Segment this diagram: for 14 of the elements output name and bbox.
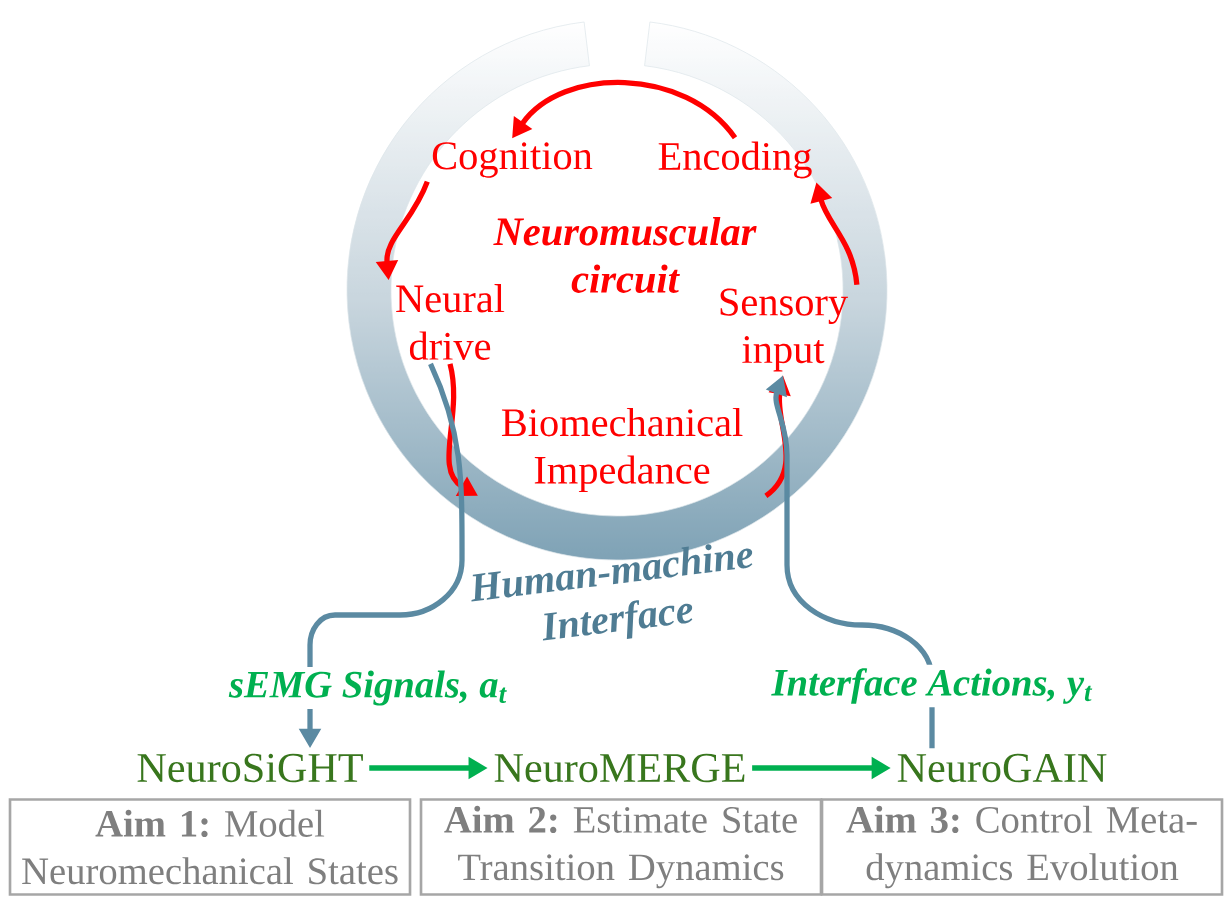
edge-label: sEMG Signals, a$_{t}$	[225, 666, 511, 710]
arrow	[512, 79, 737, 140]
aim-box: Aim 3: Control Meta-dynamics Evolution	[820, 798, 1224, 896]
aim-box: Aim 1: Model Neuromechanical States	[8, 798, 412, 896]
edge-label: Interface Actions, y$_{t}$	[768, 664, 1096, 708]
circuit-stage-label: Sensory input	[720, 288, 848, 372]
module-label: NeuroMERGE	[494, 753, 745, 783]
circuit-stage-label: Encoding	[658, 141, 812, 179]
circuit-stage-label: Biomechanical Impedance	[501, 407, 743, 493]
module-label: NeuroGAIN	[897, 753, 1107, 783]
ring-label: Human-machine Interface	[471, 544, 753, 641]
aim-box: Aim 2: Estimate State Transition Dynamics	[419, 798, 823, 896]
module-label: NeuroSiGHT	[137, 753, 363, 783]
circuit-stage-label: Cognition	[432, 142, 593, 178]
